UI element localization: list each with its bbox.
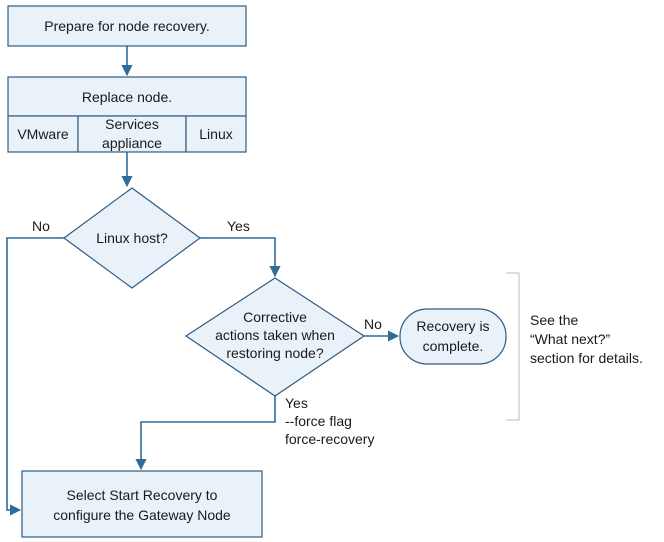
services-label-line2: appliance <box>102 135 162 151</box>
edge-label-no-corrective: No <box>364 316 382 332</box>
recovery-complete-terminal: Recovery is complete. <box>399 308 507 365</box>
vmware-label: VMware <box>17 126 69 142</box>
edge-label-yes-corrective: Yes <box>285 395 308 411</box>
replace-node-box: Replace node. <box>7 76 247 117</box>
arrow-corrective-yes <box>135 396 276 471</box>
edge-label-no-linux: No <box>32 218 50 234</box>
vmware-box: VMware <box>7 115 79 153</box>
arrow-linux-host-no <box>6 237 64 516</box>
start-label-line1: Select Start Recovery to <box>67 487 218 503</box>
linux-host-decision: Linux host? <box>62 187 202 289</box>
corrective-actions-decision: Corrective actions taken when restoring … <box>184 277 366 397</box>
linux-box: Linux <box>185 115 247 153</box>
complete-label-line2: complete. <box>423 338 484 354</box>
force-flag-label: --force flag <box>285 413 352 429</box>
start-label-line2: configure the Gateway Node <box>53 507 231 523</box>
linux-host-label: Linux host? <box>96 230 168 246</box>
linux-label: Linux <box>199 126 232 142</box>
complete-label-line1: Recovery is <box>416 318 489 334</box>
services-appliance-box: Services appliance <box>77 115 187 153</box>
note-bracket <box>506 272 520 421</box>
services-label-line1: Services <box>105 116 159 132</box>
corrective-label-line1: Corrective <box>243 309 307 325</box>
note-line1: See the <box>530 312 578 328</box>
prepare-node-box: Prepare for node recovery. <box>7 5 247 47</box>
arrow-linux-host-yes <box>200 237 281 278</box>
replace-label: Replace node. <box>82 89 172 105</box>
start-recovery-box: Select Start Recovery to configure the G… <box>21 470 263 538</box>
connectors <box>6 46 400 516</box>
note-line3: section for details. <box>530 350 643 366</box>
corrective-label-line2: actions taken when <box>215 327 335 343</box>
note-line2: “What next?” <box>530 331 610 347</box>
corrective-label-line3: restoring node? <box>226 345 324 361</box>
force-recovery-label: force-recovery <box>285 431 374 447</box>
prepare-label: Prepare for node recovery. <box>44 18 210 34</box>
edge-label-yes-linux: Yes <box>227 218 250 234</box>
